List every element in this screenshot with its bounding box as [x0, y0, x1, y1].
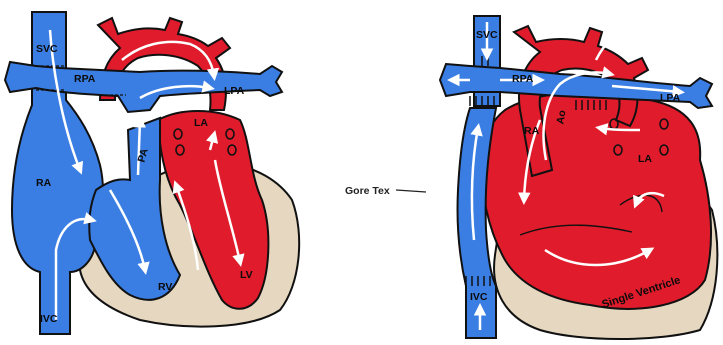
left-label-rv: RV — [158, 281, 172, 293]
left-label-lv: LV — [240, 269, 253, 281]
left-heart: SVC RPA LPA LA PA RA RV LV IVC — [5, 12, 299, 334]
left-label-rpa: RPA — [74, 73, 96, 85]
left-label-ivc: IVC — [40, 313, 58, 325]
left-label-svc: SVC — [36, 43, 58, 55]
right-label-la: LA — [638, 153, 652, 165]
gore-tex-label: Gore Tex — [345, 185, 390, 197]
right-label-rpa: RPA — [512, 73, 534, 85]
right-heart: SVC RPA LPA Ao RA LA IVC Single Ventricl… — [345, 16, 717, 339]
left-label-ra: RA — [36, 177, 52, 189]
right-label-svc: SVC — [476, 29, 498, 41]
left-label-la: LA — [194, 117, 208, 129]
gore-tex-leader — [396, 190, 426, 192]
left-label-lpa: LPA — [224, 85, 245, 97]
right-label-ra: RA — [524, 125, 540, 137]
right-label-ivc: IVC — [470, 291, 488, 303]
right-label-lpa: LPA — [660, 92, 681, 104]
right-label-ao: Ao — [554, 109, 568, 125]
